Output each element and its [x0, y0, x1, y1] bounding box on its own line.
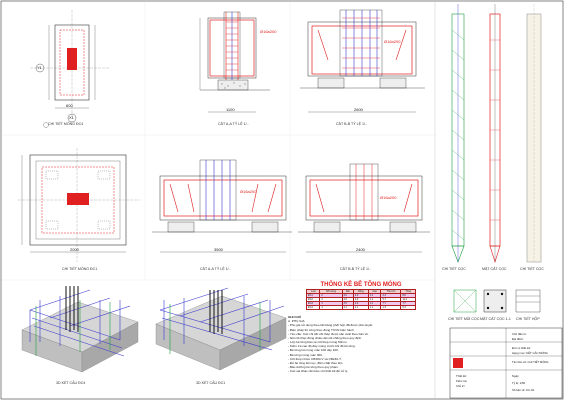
- dimension-label: 2000: [70, 247, 79, 252]
- title-block-line: Tên bản vẽ: CHI TIẾT MÓNG: [512, 360, 549, 364]
- table-cell: 1.1: [367, 304, 382, 310]
- note-line: - Yêu cầu: Các chi tiết cốt thép được sả…: [288, 331, 369, 336]
- title-block: Chủ đầu tư: Địa điểm: Đơn vị thiết kế: H…: [452, 330, 562, 398]
- axis-label-x1: X1: [69, 115, 74, 120]
- view-caption: CHI TIẾT CỌC: [442, 267, 466, 271]
- view-caption: CHI TIẾT MÓNG ĐC4: [48, 122, 84, 126]
- table-cell: ĐC4: [305, 304, 321, 310]
- note-line: - Các sai khác cần báo với thiết kế để x…: [288, 369, 349, 374]
- rebar-tag: Ø16a200: [380, 195, 397, 200]
- view-caption: CẮT A-A TỶ LỆ 1/..: [200, 267, 231, 271]
- table-cell: 1.1: [341, 304, 354, 310]
- title-block-line: Địa điểm:: [512, 337, 524, 341]
- table-cell: 5.3: [400, 304, 416, 310]
- table-title: THỐNG KÊ BÊ TÔNG MÓNG: [320, 282, 402, 288]
- iso-footing-2: [155, 287, 287, 371]
- title-block-line: Chủ đầu tư:: [512, 332, 527, 336]
- pile-elevation-2: [489, 4, 501, 264]
- section-mid-1: [152, 159, 292, 253]
- table-cell: 4: [319, 304, 343, 310]
- title-block-line: Hạng mục: KẾT CẤU MÓNG: [512, 351, 548, 355]
- title-block-line: Kiểm tra:: [456, 379, 468, 383]
- table-cell: 1.1: [352, 304, 369, 310]
- view-caption: CHI TIẾT HỘP: [516, 317, 540, 321]
- view-caption: 3D KẾT CẤU ĐC4: [56, 381, 86, 385]
- title-block-line: Ngày:: [512, 374, 520, 378]
- dimension-label: 1100: [226, 107, 235, 112]
- rebar-tag: Ø16a200: [260, 29, 277, 34]
- view-caption: CHI TIẾT MÓNG ĐC1: [62, 267, 98, 271]
- section-wide-pier: [300, 9, 425, 113]
- title-block-line: Chủ trì:: [456, 384, 466, 388]
- note-line: - Bê tông lót móng mác 100 dày 100.: [288, 348, 339, 353]
- dimension-label: 600: [66, 103, 73, 108]
- title-block-line: Đơn vị thiết kế:: [512, 346, 531, 350]
- table-grid: Loại Số lượng Dài Rộng Cao Thể tích Tổng…: [305, 288, 416, 310]
- iso-footing-1: [21, 286, 139, 373]
- note-line: - Bảo dưỡng bê tông theo quy phạm.: [288, 365, 339, 370]
- plan-small-footing: [30, 10, 110, 128]
- title-block-frame: [449, 327, 563, 399]
- view-caption: CẮT A-A TỶ LỆ 1/..: [218, 122, 249, 126]
- pile-cross-sections: [453, 289, 541, 313]
- view-caption: MẶT CẮT CỌC 1-1: [480, 317, 511, 321]
- title-block-line: Số bản vẽ: KC-04: [512, 388, 535, 392]
- pile-elevation-3: [526, 4, 542, 263]
- general-notes: GHI CHÚ A. PHỤ GIA - Phụ gia sử dụng the…: [288, 315, 448, 373]
- note-line: - Đổ bê tông liên tục, đầm chặt theo lớp…: [288, 360, 344, 365]
- axis-label-y1: Y1: [37, 65, 42, 70]
- view-caption: 3D KẾT CẤU ĐC1: [196, 381, 226, 385]
- title-block-line: Tỷ lệ: 1/50: [512, 381, 526, 385]
- note-line: - Kiểm tra cao độ đáy móng trước khi đổ …: [288, 344, 356, 349]
- note-line: - Phụ gia sử dụng theo kết bảng phối hợp…: [288, 323, 374, 328]
- view-caption: CHI TIẾT CỌC: [520, 267, 544, 271]
- view-caption: CẮT B-B TỶ LỆ 1/..: [336, 122, 368, 126]
- dimension-label: 2400: [356, 247, 365, 252]
- notes-heading: GHI CHÚ: [288, 315, 302, 319]
- view-caption: MẶT CẮT CỌC: [482, 267, 507, 271]
- note-line: - Cốt thép nhóm CB300-V và CB240-T.: [288, 356, 342, 361]
- section-mid-2: [298, 163, 430, 253]
- table-header-row: Loại Số lượng Dài Rộng Cao Thể tích Tổng: [305, 288, 416, 294]
- note-line: - Nối cốt thép đúng chiều dài nối chồng …: [288, 335, 362, 340]
- view-caption: CẮT B-B TỶ LỆ 1/..: [340, 267, 372, 271]
- notes-subheading: A. PHỤ GIA: [288, 319, 305, 324]
- note-line: - Biện pháp thi công theo đúng TCVN hiện…: [288, 327, 355, 332]
- note-line: - Bê tông móng mác 300.: [288, 352, 323, 357]
- pile-elevation-1: [451, 4, 465, 263]
- dimension-label: 2600: [354, 107, 363, 112]
- view-caption: CHI TIẾT MŨI CỌC: [448, 317, 480, 321]
- rebar-tag: Ø16a200: [384, 39, 401, 44]
- plan-large-footing: [18, 148, 140, 262]
- section-narrow-pier: [199, 11, 270, 113]
- dimension-label: 3500: [214, 247, 223, 252]
- concrete-table: THỐNG KÊ BÊ TÔNG MÓNG Loại Số lượng Dài …: [305, 282, 416, 310]
- table-cell: 1.3: [380, 304, 402, 310]
- rebar-tag: Ø16a200: [240, 189, 257, 194]
- title-block-line: Thiết kế:: [456, 374, 467, 378]
- note-line: - Lớp bê tông bảo vệ cốt thép móng 50mm.: [288, 340, 348, 345]
